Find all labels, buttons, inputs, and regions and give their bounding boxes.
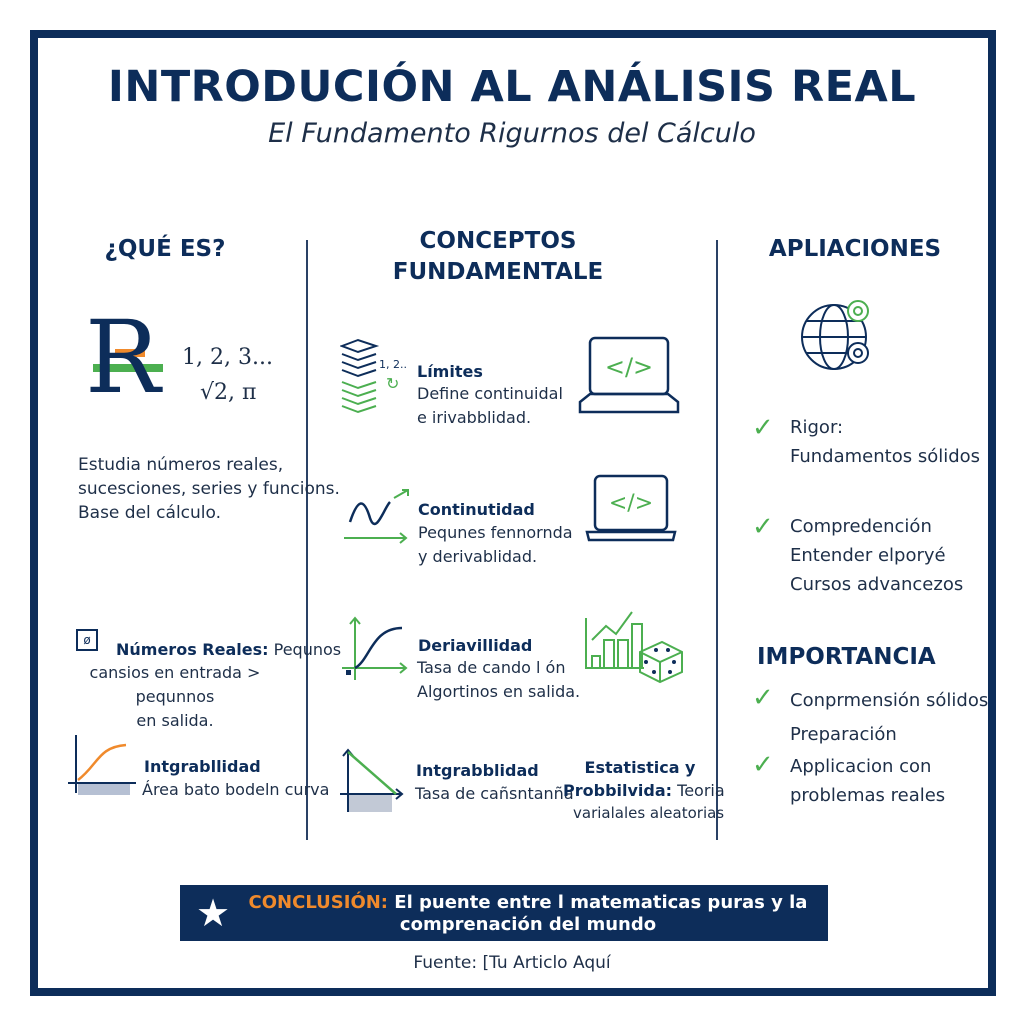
column-divider (716, 240, 718, 840)
concept-title: Límites (417, 362, 483, 381)
real-numbers-item: Números Reales: Pequnos (116, 640, 342, 659)
section-heading-aplicaciones: APLIACIONES (768, 236, 942, 262)
svg-text:</>: </> (609, 491, 653, 516)
concept-title: Continutidad (418, 500, 535, 519)
refresh-icon: ↻ (386, 374, 400, 393)
integrability-title: Intgrabllidad (144, 757, 261, 776)
numbers-example: √2, π (200, 380, 257, 405)
concept-desc: Tasa de cañsntanña (415, 784, 574, 803)
conclusion-text: CONCLUSIÓN: El puente entre l matematica… (248, 892, 808, 935)
section-heading-importancia: IMPORTANCIA (757, 644, 936, 670)
derivative-graph-icon (342, 616, 408, 680)
laptop-code-icon: </> (578, 336, 680, 414)
page-title: INTRODUCIÓN AL ANÁLISIS REAL (107, 62, 917, 112)
application-item: Rigor:Fundamentos sólidos (790, 417, 981, 467)
check-icon: ✓ (752, 413, 774, 443)
real-numbers-icon: ø (76, 629, 98, 651)
numbers-example: 1, 2, 3... (182, 345, 273, 370)
check-icon: ✓ (752, 512, 774, 542)
real-numbers-desc: cansios en entrada > pequnnos en salida. (89, 663, 261, 730)
globe-gears-icon (801, 300, 869, 370)
laptop-code-icon: </> (585, 474, 677, 542)
concept-title: Deriavillidad (418, 636, 533, 655)
integrability-desc: Área bato bodeln curva (142, 780, 330, 799)
star-icon: ★ (196, 891, 231, 935)
conclusion-banner (180, 885, 828, 941)
continuity-icon (344, 489, 409, 544)
section-heading-conceptos: CONCEPTOS FUNDAMENTALE (392, 228, 604, 285)
statistics-dice-icon (585, 611, 683, 684)
integral-curve-icon (68, 735, 136, 795)
real-numbers-symbol: R (85, 299, 175, 416)
stats-desc: varialales aleatorias (573, 804, 725, 822)
stats-subtitle: Probbilvida: Teoria (563, 781, 725, 800)
svg-text:</>: </> (605, 353, 653, 381)
green-bar (93, 364, 163, 372)
description: Estudia números reales, sucesciones, ser… (78, 455, 340, 523)
stack-icon-label: 1, 2.. (379, 358, 407, 371)
stats-title: Estatistica y (584, 758, 696, 777)
page-subtitle: El Fundamento Rigurnos del Cálculo (268, 118, 756, 149)
integral-area-icon (340, 748, 404, 812)
orange-bar (115, 349, 145, 357)
column-divider (306, 240, 308, 840)
concept-title: Intgrabblidad (416, 761, 539, 780)
infographic-frame (30, 30, 996, 996)
check-icon: ✓ (752, 683, 774, 713)
source-footer: Fuente: [Tu Articlo Aquí (413, 953, 611, 973)
stack-icon (340, 338, 380, 414)
check-icon: ✓ (752, 750, 774, 780)
section-heading-que-es: ¿QUÉ ES? (104, 236, 226, 262)
